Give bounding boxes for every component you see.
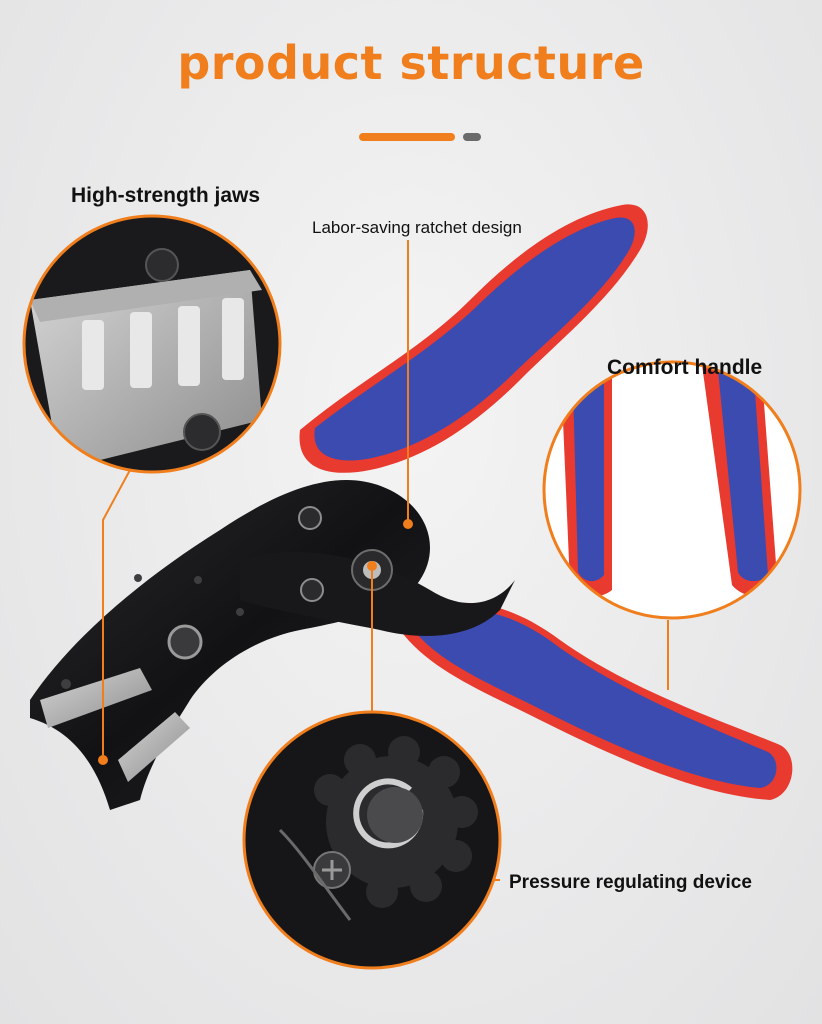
- handle-zoom-circle: [542, 360, 802, 620]
- tool-jaw-dies: [40, 668, 190, 782]
- jaws-zoom-circle: [22, 214, 282, 474]
- callout-pressure: Pressure regulating device: [509, 872, 752, 893]
- callout-lines: [102, 240, 669, 881]
- ratchet-marker-dot: [403, 519, 413, 529]
- title-underline-dot: [463, 133, 481, 141]
- upper-handle: [299, 204, 648, 473]
- dial-marker-dot: [367, 561, 377, 571]
- lower-handle: [400, 602, 793, 800]
- callout-ratchet: Labor-saving ratchet design: [312, 218, 522, 237]
- callout-handle: Comfort handle: [607, 356, 763, 379]
- jaw-marker-dot: [98, 755, 108, 765]
- pressure-dial-zoom-circle: [242, 710, 502, 970]
- title-underline-accent: [359, 133, 455, 141]
- callout-jaws: High-strength jaws: [71, 184, 261, 207]
- page-title: product structure: [177, 36, 645, 90]
